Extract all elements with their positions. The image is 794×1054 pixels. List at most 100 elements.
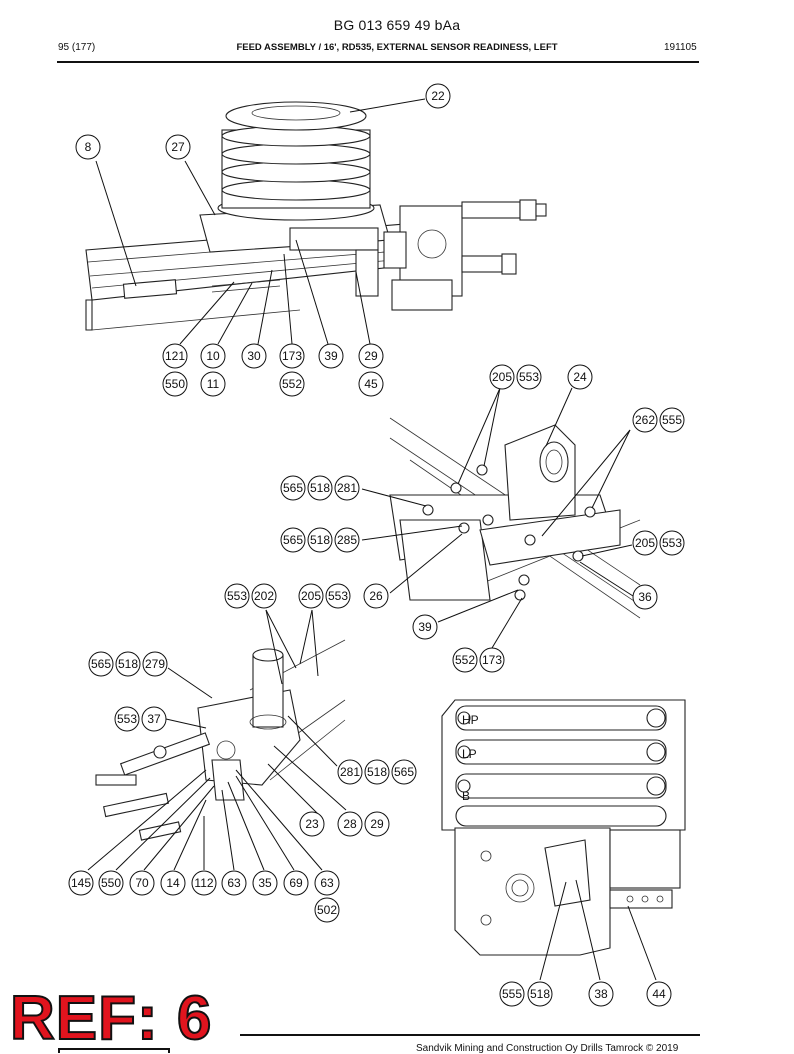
svg-text:11: 11: [207, 377, 220, 391]
callout-550-c: 550: [98, 870, 124, 896]
document-date: 191105: [664, 42, 697, 53]
svg-text:565: 565: [283, 481, 303, 495]
callout-281-b: 281: [337, 759, 363, 785]
svg-text:27: 27: [171, 140, 185, 154]
callout-279: 279: [142, 651, 168, 677]
svg-text:502: 502: [317, 903, 337, 917]
svg-text:205: 205: [635, 536, 655, 550]
callout-565-c: 565: [88, 651, 114, 677]
svg-text:550: 550: [101, 876, 121, 890]
svg-text:112: 112: [194, 876, 213, 890]
svg-text:553: 553: [227, 589, 247, 603]
svg-text:22: 22: [431, 89, 445, 103]
svg-text:553: 553: [662, 536, 682, 550]
svg-text:518: 518: [310, 481, 330, 495]
callout-262: 262: [632, 407, 658, 433]
callout-518-d: 518: [364, 759, 390, 785]
svg-text:565: 565: [394, 765, 414, 779]
callout-63-a: 63: [221, 870, 247, 896]
svg-text:553: 553: [328, 589, 348, 603]
svg-text:550: 550: [165, 377, 185, 391]
callout-550: 550: [162, 371, 188, 397]
callout-39-b: 39: [412, 614, 438, 640]
reference-badge: REF: 6: [9, 984, 213, 1053]
svg-text:45: 45: [364, 377, 378, 391]
callout-27: 27: [165, 134, 191, 160]
callout-173-b: 173: [479, 647, 505, 673]
callout-553-e: 553: [114, 706, 140, 732]
callout-553: 553: [516, 364, 542, 390]
svg-text:70: 70: [135, 876, 149, 890]
svg-text:38: 38: [594, 987, 608, 1001]
callout-173: 173: [279, 343, 305, 369]
svg-text:39: 39: [418, 620, 432, 634]
svg-text:281: 281: [340, 765, 360, 779]
callout-553-d: 553: [325, 583, 351, 609]
callout-552: 552: [279, 371, 305, 397]
callout-44: 44: [646, 981, 672, 1007]
svg-text:518: 518: [310, 533, 330, 547]
callout-14: 14: [160, 870, 186, 896]
svg-text:555: 555: [662, 413, 682, 427]
callout-29-c: 29: [364, 811, 390, 837]
svg-text:281: 281: [337, 481, 357, 495]
svg-text:565: 565: [91, 657, 111, 671]
svg-text:35: 35: [258, 876, 272, 890]
svg-text:30: 30: [247, 349, 261, 363]
svg-text:10: 10: [206, 349, 220, 363]
svg-text:14: 14: [166, 876, 180, 890]
svg-text:518: 518: [118, 657, 138, 671]
callout-205-c: 205: [298, 583, 324, 609]
svg-text:28: 28: [343, 817, 357, 831]
callout-28: 28: [337, 811, 363, 837]
callout-565-b: 565: [280, 527, 306, 553]
callout-69: 69: [283, 870, 309, 896]
callout-63-b: 63: [314, 870, 340, 896]
callout-bubbles: 22 8 27 121 550 10 11 30 173 552 39 29 4…: [68, 83, 685, 1007]
page-number: 95 (177): [58, 42, 96, 53]
document-code: BG 013 659 49 bAa: [333, 17, 461, 33]
callout-518-e: 518: [527, 981, 553, 1007]
page-title: FEED ASSEMBLY / 16', RD535, EXTERNAL SEN…: [236, 42, 558, 53]
callout-38: 38: [588, 981, 614, 1007]
callout-281: 281: [334, 475, 360, 501]
callout-502: 502: [314, 897, 340, 923]
svg-text:173: 173: [482, 653, 502, 667]
svg-text:44: 44: [652, 987, 666, 1001]
svg-text:29: 29: [370, 817, 384, 831]
callout-23: 23: [299, 811, 325, 837]
svg-text:552: 552: [282, 377, 302, 391]
callout-45: 45: [358, 371, 384, 397]
callout-10: 10: [200, 343, 226, 369]
callout-555: 555: [659, 407, 685, 433]
callout-39: 39: [318, 343, 344, 369]
view-4-hydraulic-panel: HP LP B: [441, 699, 686, 956]
callout-518-a: 518: [307, 475, 333, 501]
svg-text:518: 518: [367, 765, 387, 779]
svg-text:555: 555: [502, 987, 522, 1001]
callout-11: 11: [200, 371, 226, 397]
svg-text:202: 202: [254, 589, 274, 603]
company-logo: [58, 1048, 170, 1053]
svg-text:205: 205: [301, 589, 321, 603]
svg-text:553: 553: [117, 712, 137, 726]
callout-555-b: 555: [499, 981, 525, 1007]
svg-text:23: 23: [305, 817, 319, 831]
svg-text:63: 63: [320, 876, 334, 890]
b-port-label: B: [462, 789, 470, 803]
callout-553-b: 553: [659, 530, 685, 556]
callout-205-b: 205: [632, 530, 658, 556]
callout-22: 22: [425, 83, 451, 109]
callout-29: 29: [358, 343, 384, 369]
svg-text:173: 173: [282, 349, 302, 363]
svg-text:145: 145: [71, 876, 91, 890]
svg-text:552: 552: [455, 653, 475, 667]
callout-112: 112: [191, 870, 217, 896]
callout-565-d: 565: [391, 759, 417, 785]
callout-553-c: 553: [224, 583, 250, 609]
hp-port-label: HP: [462, 713, 479, 727]
svg-text:63: 63: [227, 876, 241, 890]
lp-port-label: LP: [462, 747, 477, 761]
callout-70: 70: [129, 870, 155, 896]
